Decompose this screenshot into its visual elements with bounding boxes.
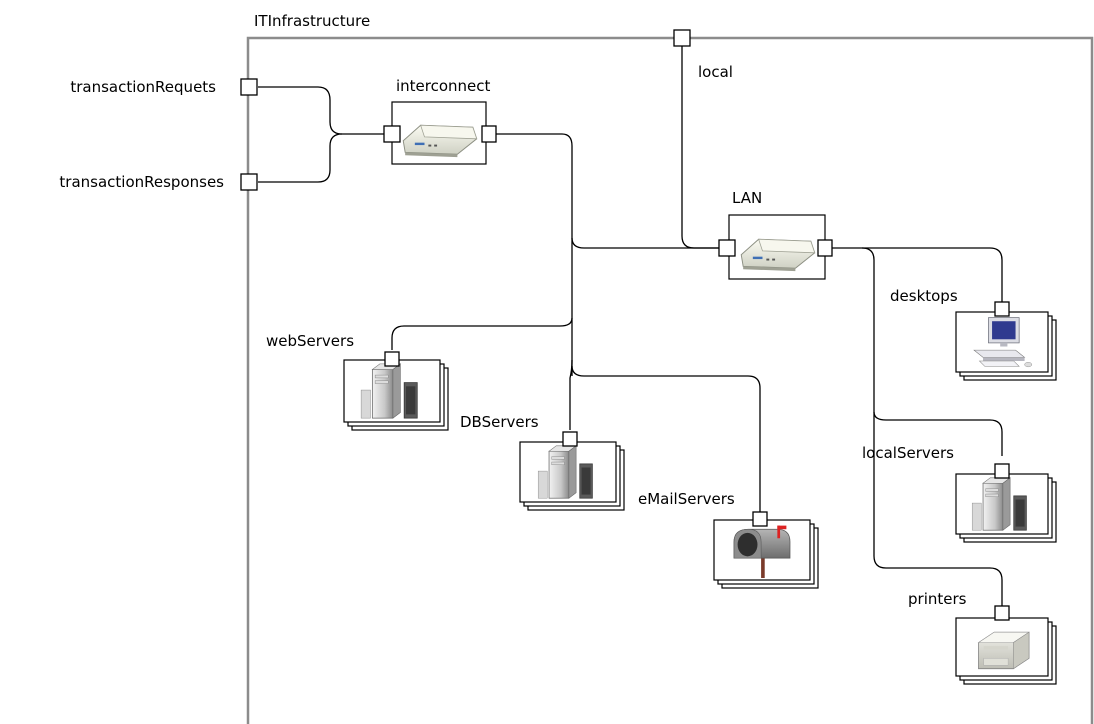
wire-local-lan	[681, 46, 719, 249]
part-local-servers[interactable]: localServers	[862, 444, 1057, 543]
lan-port-right[interactable]	[817, 239, 833, 257]
connectors	[258, 46, 1003, 606]
lan-port-left[interactable]	[718, 239, 736, 257]
wire-interconnect-trunk	[492, 133, 573, 376]
wire-responses-interconnect	[258, 133, 343, 183]
container-label: ITInfrastructure	[254, 12, 370, 30]
part-desktops-label: desktops	[890, 287, 958, 305]
printer-icon	[977, 631, 1030, 670]
wire-lan-desktops	[832, 247, 1003, 302]
part-local-servers-label: localServers	[862, 444, 954, 462]
wire-trunk2-printers	[873, 555, 1003, 606]
db-servers-port[interactable]	[562, 431, 578, 447]
port-transaction-responses[interactable]: transactionResponses	[59, 173, 258, 191]
part-web-servers[interactable]: webServers	[266, 332, 449, 431]
wire-requests-interconnect	[258, 86, 384, 135]
wire-trunk2-localservers	[873, 411, 1003, 456]
wire-trunk-emailservers	[571, 365, 761, 512]
part-email-servers-label: eMailServers	[638, 490, 735, 508]
wire-trunk-webservers	[391, 317, 573, 350]
part-lan-label: LAN	[732, 189, 762, 207]
desktops-port[interactable]	[994, 301, 1010, 317]
part-printers[interactable]: printers	[908, 590, 1057, 685]
part-interconnect[interactable]: interconnect	[383, 77, 497, 165]
part-db-servers[interactable]: DBServers	[460, 413, 625, 511]
part-web-servers-label: webServers	[266, 332, 354, 350]
interconnect-port-left[interactable]	[383, 125, 401, 143]
port-local-label: local	[698, 63, 733, 81]
wire-trunk-lan	[571, 237, 719, 249]
part-interconnect-label: interconnect	[396, 77, 491, 95]
printers-port[interactable]	[994, 605, 1010, 621]
email-servers-port[interactable]	[752, 511, 768, 527]
local-servers-port[interactable]	[994, 463, 1010, 479]
wire-trunk-dbservers	[569, 359, 573, 430]
port-transaction-responses-label: transactionResponses	[59, 173, 224, 191]
part-desktops[interactable]: desktops	[890, 287, 1057, 381]
part-email-servers[interactable]: eMailServers	[638, 490, 819, 589]
web-servers-port[interactable]	[384, 351, 400, 367]
container-frame	[246, 36, 1094, 724]
interconnect-port-right[interactable]	[481, 125, 497, 143]
port-transaction-requests[interactable]: transactionRequets	[70, 78, 258, 96]
port-transaction-requests-label: transactionRequets	[70, 78, 216, 96]
port-local[interactable]: local	[673, 29, 733, 81]
wire-lan-trunk2	[861, 247, 875, 556]
part-db-servers-label: DBServers	[460, 413, 539, 431]
part-lan[interactable]: LAN	[718, 189, 833, 280]
part-printers-label: printers	[908, 590, 967, 608]
